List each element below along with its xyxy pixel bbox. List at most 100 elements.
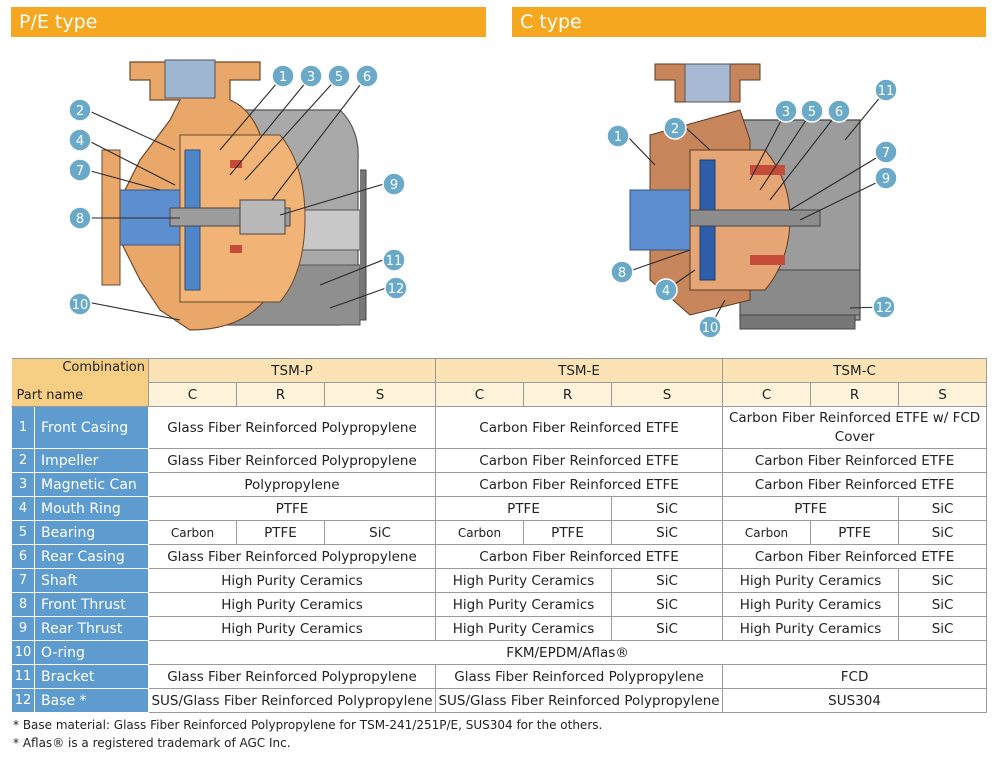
pe-callout-10: 10 [68, 292, 92, 316]
material-cell: High Purity Ceramics [147, 568, 437, 593]
pe-type-header: P/E type [11, 7, 486, 37]
material-cell: SiC [611, 496, 724, 521]
row-number: 6 [11, 544, 35, 569]
material-cell: SiC [898, 616, 988, 641]
table-row: 7 Shaft High Purity Ceramics High Purity… [11, 568, 988, 593]
row-number: 2 [11, 448, 35, 473]
row-number: 1 [11, 406, 35, 449]
material-cell: PTFE [236, 520, 325, 545]
svg-text:4: 4 [662, 284, 670, 299]
svg-text:3: 3 [307, 70, 315, 85]
material-cell: FCD [722, 664, 988, 689]
c-type-pump-diagram: 1 2 3 5 6 11 7 9 8 4 10 12 [606, 63, 898, 339]
material-cell: High Purity Ceramics [435, 592, 613, 617]
part-name: O-ring [34, 640, 149, 665]
table-row: 10 O-ring FKM/EPDM/Aflas® [11, 640, 988, 665]
row-number: 8 [11, 592, 35, 617]
footnotes: * Base material: Glass Fiber Reinforced … [13, 716, 602, 752]
model-header-tsm-c: TSM-C [722, 358, 988, 383]
material-cell: Carbon Fiber Reinforced ETFE [435, 448, 724, 473]
material-cell: Carbon Fiber Reinforced ETFE [435, 406, 724, 449]
material-cell: High Purity Ceramics [435, 616, 613, 641]
svg-text:8: 8 [618, 266, 626, 281]
material-cell: Carbon Fiber Reinforced ETFE [435, 472, 724, 497]
material-cell: SiC [611, 616, 724, 641]
table-row: 2 Impeller Glass Fiber Reinforced Polypr… [11, 448, 988, 473]
table-row: 12 Base * SUS/Glass Fiber Reinforced Pol… [11, 688, 988, 713]
part-name: Front Casing [34, 406, 149, 449]
material-cell: Carbon Fiber Reinforced ETFE [722, 448, 988, 473]
footnote-aflas-trademark: * Aflas® is a registered trademark of AG… [13, 736, 291, 750]
svg-text:2: 2 [76, 104, 84, 119]
grade-header: S [323, 382, 437, 407]
svg-text:11: 11 [386, 254, 403, 269]
part-name: Rear Casing [34, 544, 149, 569]
material-cell: FKM/EPDM/Aflas® [147, 640, 988, 665]
grade-header: R [236, 382, 325, 407]
table-row: 6 Rear Casing Glass Fiber Reinforced Pol… [11, 544, 988, 569]
material-cell: Carbon Fiber Reinforced ETFE [722, 544, 988, 569]
svg-text:9: 9 [882, 172, 890, 187]
footnote-base-material: * Base material: Glass Fiber Reinforced … [13, 718, 603, 732]
table-row: 8 Front Thrust High Purity Ceramics High… [11, 592, 988, 617]
grade-header: C [148, 382, 237, 407]
material-cell: Carbon [722, 520, 812, 545]
material-cell: SiC [323, 520, 437, 545]
c-type-header: C type [512, 7, 986, 37]
svg-text:5: 5 [335, 70, 343, 85]
row-number: 4 [11, 496, 35, 521]
material-cell: SiC [898, 496, 988, 521]
c-callout-1: 1 [606, 124, 630, 148]
pe-callout-11: 11 [382, 248, 406, 272]
material-cell: Glass Fiber Reinforced Polypropylene [147, 406, 437, 449]
pe-callout-2: 2 [68, 98, 92, 122]
material-cell: High Purity Ceramics [722, 616, 900, 641]
part-name: Front Thrust [34, 592, 149, 617]
svg-text:9: 9 [390, 178, 398, 193]
grade-header: S [611, 382, 724, 407]
grade-header: C [435, 382, 525, 407]
table-row: 1 Front Casing Glass Fiber Reinforced Po… [11, 406, 988, 449]
material-cell: High Purity Ceramics [722, 592, 900, 617]
table-row: 5 Bearing Carbon PTFE SiC Carbon PTFE Si… [11, 520, 988, 545]
c-callout-9: 9 [874, 166, 898, 190]
pe-callout-9: 9 [382, 172, 406, 196]
material-cell: Carbon [435, 520, 525, 545]
part-name: Bearing [34, 520, 149, 545]
material-cell: SUS/Glass Fiber Reinforced Polypropylene [435, 688, 724, 713]
material-cell: Carbon Fiber Reinforced ETFE [722, 472, 988, 497]
grade-header: R [810, 382, 900, 407]
pe-callout-6: 6 [355, 64, 379, 88]
part-name: Bracket [34, 664, 149, 689]
part-name-label: Part name [16, 388, 84, 403]
material-cell: SiC [898, 520, 988, 545]
material-cell: PTFE [435, 496, 613, 521]
material-cell: High Purity Ceramics [147, 616, 437, 641]
svg-text:1: 1 [279, 70, 287, 85]
material-cell: Carbon [148, 520, 237, 545]
table-corner: Combination Part name [11, 358, 149, 407]
part-name: Shaft [34, 568, 149, 593]
svg-text:5: 5 [808, 105, 816, 120]
row-number: 11 [11, 664, 35, 689]
part-name: Rear Thrust [34, 616, 149, 641]
row-number: 10 [11, 640, 35, 665]
material-cell: PTFE [722, 496, 900, 521]
c-callout-8: 8 [610, 260, 634, 284]
grade-header: C [722, 382, 812, 407]
part-name: Mouth Ring [34, 496, 149, 521]
table-row: 3 Magnetic Can Polypropylene Carbon Fibe… [11, 472, 988, 497]
part-name: Base * [34, 688, 149, 713]
svg-text:11: 11 [878, 84, 895, 99]
svg-text:7: 7 [76, 164, 84, 179]
svg-text:7: 7 [882, 146, 890, 161]
c-callout-5: 5 [800, 99, 824, 123]
c-callout-2: 2 [663, 116, 687, 140]
material-cell: Glass Fiber Reinforced Polypropylene [147, 544, 437, 569]
row-number: 3 [11, 472, 35, 497]
row-number: 12 [11, 688, 35, 713]
c-callout-4: 4 [654, 278, 678, 302]
row-number: 7 [11, 568, 35, 593]
row-number: 9 [11, 616, 35, 641]
material-cell: PTFE [810, 520, 900, 545]
